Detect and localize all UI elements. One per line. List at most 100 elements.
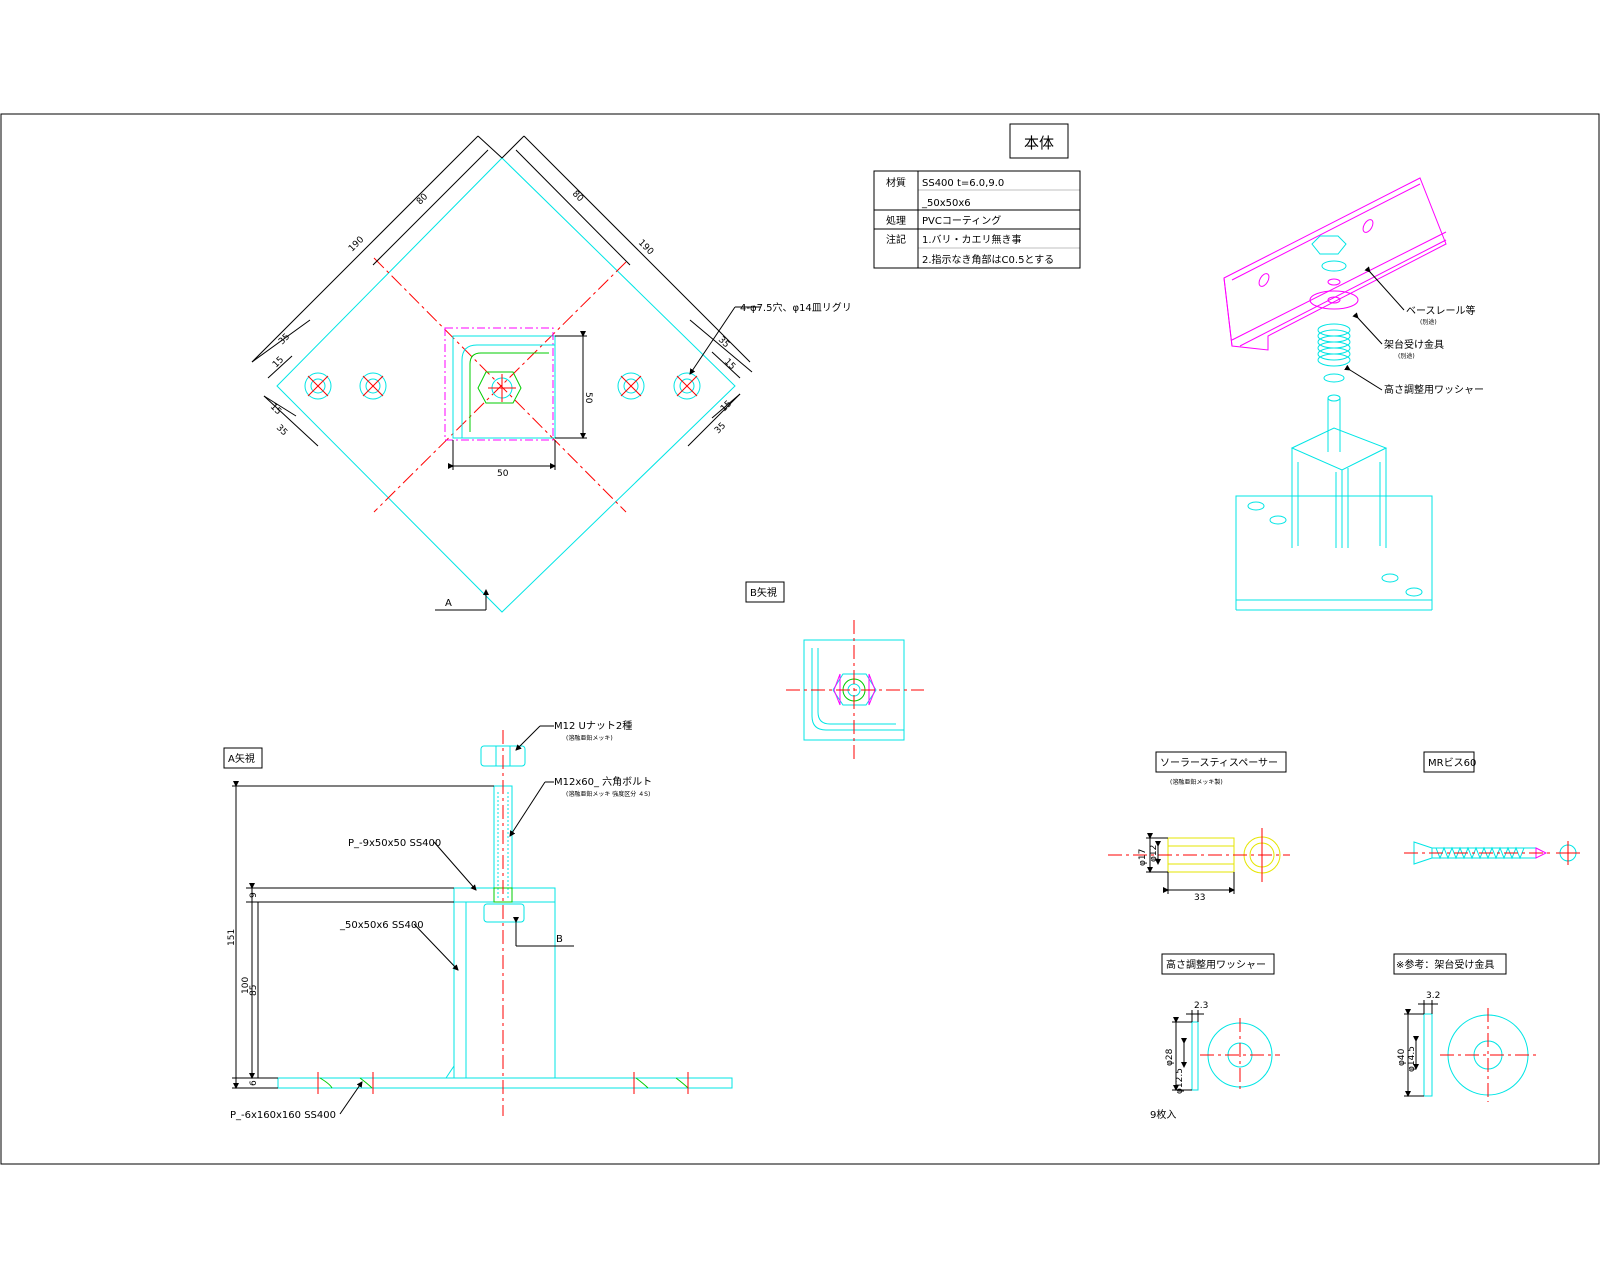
spec-note-2: 2.指示なき角部はC0.5とする <box>922 253 1054 266</box>
callout-angle: _50x50x6 SS400 <box>339 920 424 931</box>
dim-190-right <box>523 135 751 363</box>
dim-80-right-label: 80 <box>570 189 585 204</box>
callout-top-plate: P_-9x50x50 SS400 <box>348 838 441 849</box>
washer-qty: 9枚入 <box>1150 1108 1176 1121</box>
dim-35-ul-line <box>251 319 311 363</box>
post-square <box>452 335 556 439</box>
dim-80-left <box>372 149 489 266</box>
dim-190-left <box>251 135 479 363</box>
center-line-diag2 <box>373 261 627 513</box>
spec-key-material: 材質 <box>886 176 906 189</box>
dim-100: 100 <box>241 977 251 994</box>
dim-85: 85 <box>249 985 259 996</box>
a-base-plate <box>277 1077 733 1089</box>
callout-bolt: M12x60_ 六角ボルト <box>554 776 652 788</box>
dim-15-ul-line <box>267 355 293 379</box>
ref-label: ※参考：架台受け金具 <box>1396 958 1494 971</box>
spec-key-treatment: 処理 <box>886 214 906 227</box>
spec-treatment-1: PVCコーティング <box>922 214 1001 227</box>
a-nut-bottom <box>483 903 525 923</box>
ref-dim-od: φ40 <box>1397 1048 1407 1066</box>
spec-table <box>873 170 1081 269</box>
title-label: 本体 <box>1024 134 1054 152</box>
callout-nut-leader <box>515 725 541 751</box>
spec-material-2: _50x50x6 <box>921 198 971 209</box>
drawing-frame <box>0 113 1600 1165</box>
base-plate-outline <box>276 157 736 613</box>
washer-detail: 高さ調整用ワッシャー 2.3 φ28 φ12.5 9枚入 <box>1150 953 1280 1121</box>
dim-35-lr-line <box>687 393 741 447</box>
dim-35-ur-line <box>689 319 753 373</box>
callout-washer-leader <box>1344 364 1383 391</box>
dim-15-ll: 15 <box>268 402 283 417</box>
hole-4 <box>673 372 701 400</box>
dim-35-ll: 35 <box>274 423 289 438</box>
ext-line <box>501 135 525 159</box>
title-box <box>1009 123 1069 159</box>
ref-detail: ※参考：架台受け金具 3.2 φ40 φ14.5 <box>1393 953 1538 1102</box>
spec-key-notes: 注記 <box>886 233 906 246</box>
dim-35-ur: 35 <box>716 335 731 350</box>
spacer-dim-len: 33 <box>1194 893 1205 903</box>
dim-15-ur-line <box>711 351 741 379</box>
dim-15-lr-line <box>711 393 741 419</box>
a-angle-post <box>453 901 556 1079</box>
hole-2 <box>359 372 387 400</box>
dim-190-left-label: 190 <box>347 235 366 254</box>
ref-dim-id: φ14.5 <box>1407 1046 1417 1072</box>
callout-rail-leader <box>1364 266 1405 311</box>
ext-line <box>477 135 503 159</box>
spacer-label: ソーラースティスペーサー <box>1160 757 1278 769</box>
iso-washer-stack <box>1317 323 1351 383</box>
ref-dim-t: 3.2 <box>1426 991 1440 1001</box>
callout-bolt-leader <box>509 781 546 837</box>
dim-35-ll-line <box>263 395 319 447</box>
iso-receiver <box>1309 290 1359 310</box>
top-view: 50 50 <box>251 135 852 613</box>
title-block: 本体 材質 SS400 t=6.0,9.0 _50x50x6 処理 PVCコーテ… <box>873 123 1081 269</box>
dim-151: 151 <box>227 929 237 946</box>
ref-label-box <box>1393 953 1507 975</box>
dim-50-v-label: 50 <box>583 392 593 404</box>
washer-dim-id: φ12.5 <box>1175 1068 1185 1094</box>
dim-50-h-label: 50 <box>497 469 509 479</box>
dim-80-left-label: 80 <box>415 192 430 207</box>
dim-15-ul: 15 <box>271 355 286 370</box>
callout-washer: 高さ調整用ワッシャー <box>1384 383 1484 396</box>
dim-190-right-label: 190 <box>636 238 655 257</box>
callout-receiver-sub: (別途) <box>1398 352 1415 360</box>
spacer-label-box <box>1155 751 1287 773</box>
washer-label: 高さ調整用ワッシャー <box>1166 958 1266 971</box>
dim-80-right <box>515 149 631 266</box>
iso-view: ベースレール等 (別途) 架台受け金具 (別途) 高さ調整用ワッシャー <box>1223 177 1484 611</box>
view-arrow-a-label: A <box>445 598 452 609</box>
iso-base-plate <box>1235 495 1433 601</box>
dim-9: 9 <box>249 892 259 898</box>
spec-note-1: 1.バリ・カエリ無き事 <box>922 233 1022 246</box>
hidden-plate-outline <box>444 327 554 441</box>
callout-receiver: 架台受け金具 <box>1384 338 1444 351</box>
dim-15-ur: 15 <box>722 357 737 372</box>
dim-6: 6 <box>249 1080 259 1086</box>
ref-side <box>1423 1013 1433 1097</box>
screw-detail: MRビス60 <box>1404 751 1580 865</box>
hole-note: 4-φ7.5穴、φ14皿リグリ <box>740 301 852 314</box>
angle-outline <box>461 344 555 438</box>
b-view-label: B矢視 <box>750 586 777 599</box>
center-line-diag1 <box>373 257 627 513</box>
spec-material-1: SS400 t=6.0,9.0 <box>922 178 1004 189</box>
hole-note-leader <box>689 306 736 375</box>
b-arrow-label: B <box>556 934 563 945</box>
a-view-label-box <box>223 747 263 769</box>
iso-nut <box>1311 235 1347 255</box>
dim-15-ll-line <box>263 395 297 417</box>
callout-top-plate-leader <box>433 841 477 891</box>
hex-nut-top <box>477 371 522 404</box>
a-view-label: A矢視 <box>228 752 255 765</box>
washer-side <box>1191 1021 1199 1091</box>
callout-angle-leader <box>413 923 459 971</box>
spacer-dim-od: φ17 <box>1138 849 1148 866</box>
b-view-nut <box>832 673 877 706</box>
callout-bolt-sub: (溶融亜鉛メッキ 強度区分 ４S) <box>566 790 650 798</box>
